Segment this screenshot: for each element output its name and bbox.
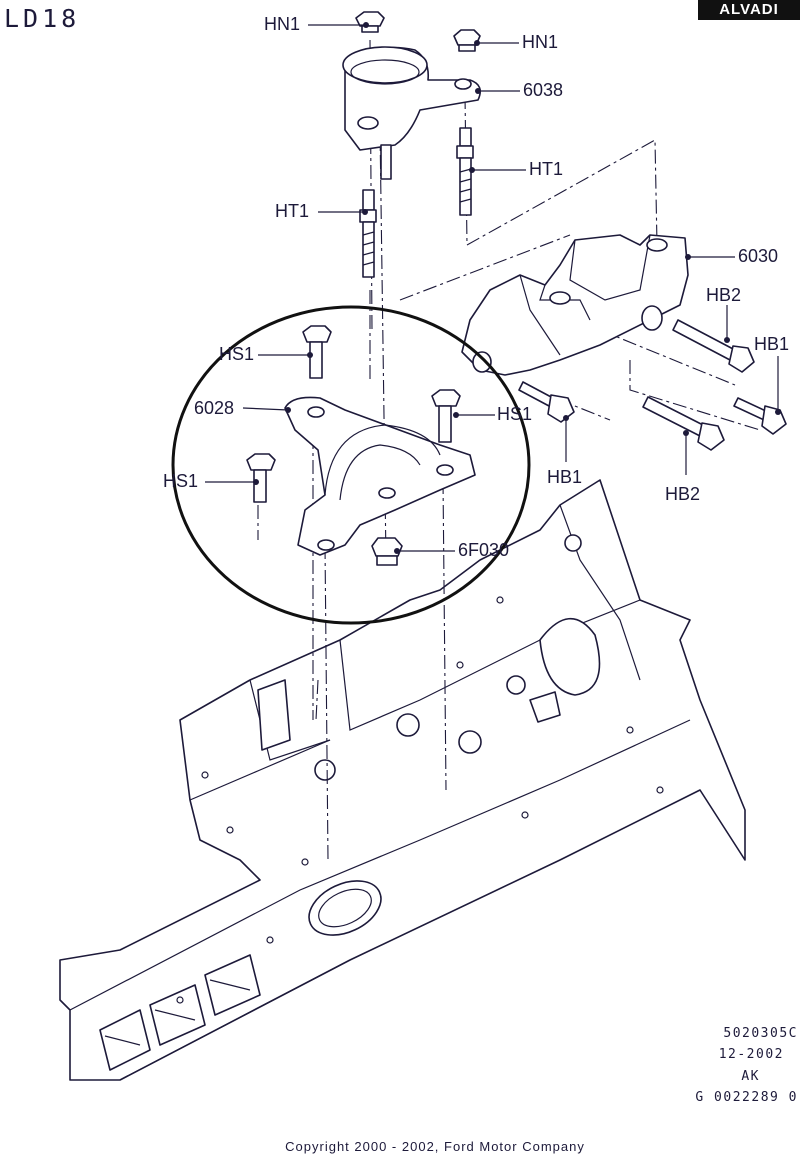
mount-6038 — [342, 46, 481, 180]
callout-hb1-lower: HB1 — [547, 467, 583, 487]
callout-hn1-right: HN1 — [522, 32, 559, 52]
callout-6f030: 6F030 — [458, 540, 510, 560]
nut-hn1-left — [355, 11, 385, 33]
stud-ht1-right — [456, 127, 474, 216]
callout-hb2-top: HB2 — [706, 285, 742, 305]
bracket-6028 — [284, 396, 476, 556]
bolt-hs1-upper-left — [302, 325, 332, 379]
callout-hs1-lower-left: HS1 — [163, 471, 199, 491]
document-number: G 0022289 0 — [695, 1090, 798, 1105]
bolt-hs1-lower-left — [246, 453, 276, 503]
callout-ht1-left: HT1 — [275, 201, 310, 221]
copyright-notice: Copyright 2000 - 2002, Ford Motor Compan… — [285, 1139, 585, 1154]
callout-hs1-upper-left: HS1 — [219, 344, 255, 364]
callout-hn1-left: HN1 — [264, 14, 301, 34]
chassis-rail — [59, 479, 746, 1081]
bolt-hb2-upper — [672, 319, 755, 373]
callout-6030: 6030 — [738, 246, 779, 266]
bracket-6030 — [461, 234, 689, 376]
callout-6028: 6028 — [194, 398, 235, 418]
author-initials: AK — [741, 1069, 760, 1084]
callout-hs1-right: HS1 — [497, 404, 533, 424]
highlight-circle — [171, 305, 531, 625]
callout-6038: 6038 — [523, 80, 564, 100]
callout-hb2-lower: HB2 — [665, 484, 701, 504]
brand-badge: ALVADI — [698, 0, 800, 20]
bolt-hs1-right — [431, 389, 461, 443]
bolt-hb2-lower — [642, 396, 725, 451]
reference-code: 5020305C — [723, 1026, 798, 1041]
callout-hb1-right: HB1 — [754, 334, 790, 354]
revision-date: 12-2002 — [718, 1047, 784, 1062]
diagram-code: LD18 — [4, 4, 81, 33]
leader-lines — [205, 22, 781, 554]
stud-ht1-left — [359, 189, 377, 278]
callout-ht1-right: HT1 — [529, 159, 564, 179]
nut-hn1-right — [453, 29, 481, 52]
